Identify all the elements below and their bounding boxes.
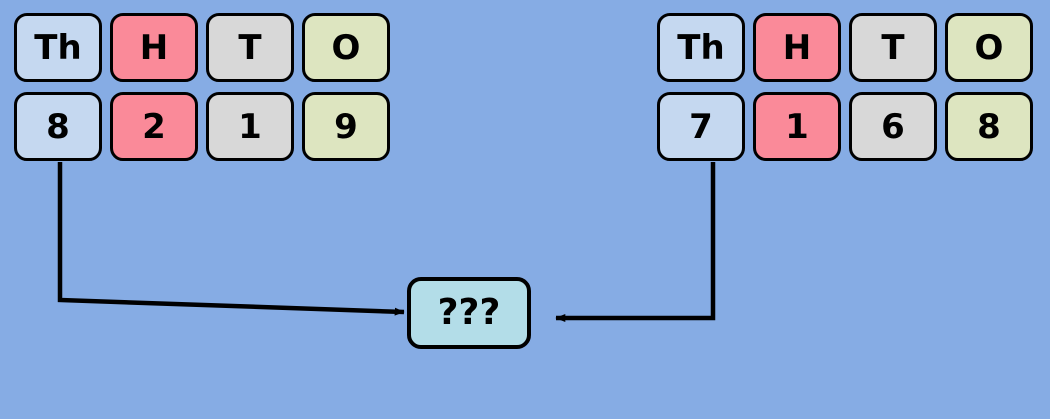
left-header-tens: T [206, 13, 294, 82]
left-hundreds-digit[interactable]: 2 [110, 92, 198, 161]
left-header-row: Th H T O [14, 13, 390, 82]
left-digit-row: 8 2 1 9 [14, 92, 390, 161]
left-place-value-chart: Th H T O 8 2 1 9 [14, 13, 390, 161]
left-ones-digit[interactable]: 9 [302, 92, 390, 161]
right-digit-row: 7 1 6 8 [657, 92, 1033, 161]
right-thousands-digit[interactable]: 7 [657, 92, 745, 161]
left-thousands-digit[interactable]: 8 [14, 92, 102, 161]
right-header-thousands: Th [657, 13, 745, 82]
left-header-ones: O [302, 13, 390, 82]
left-header-thousands: Th [14, 13, 102, 82]
left-tens-digit[interactable]: 1 [206, 92, 294, 161]
left-arrow [57, 162, 405, 316]
right-header-tens: T [849, 13, 937, 82]
right-header-ones: O [945, 13, 1033, 82]
right-tens-digit[interactable]: 6 [849, 92, 937, 161]
right-arrow [555, 162, 716, 322]
left-header-hundreds: H [110, 13, 198, 82]
right-hundreds-digit[interactable]: 1 [753, 92, 841, 161]
right-ones-digit[interactable]: 8 [945, 92, 1033, 161]
right-header-hundreds: H [753, 13, 841, 82]
result-box[interactable]: ??? [407, 277, 531, 349]
right-header-row: Th H T O [657, 13, 1033, 82]
right-place-value-chart: Th H T O 7 1 6 8 [657, 13, 1033, 161]
